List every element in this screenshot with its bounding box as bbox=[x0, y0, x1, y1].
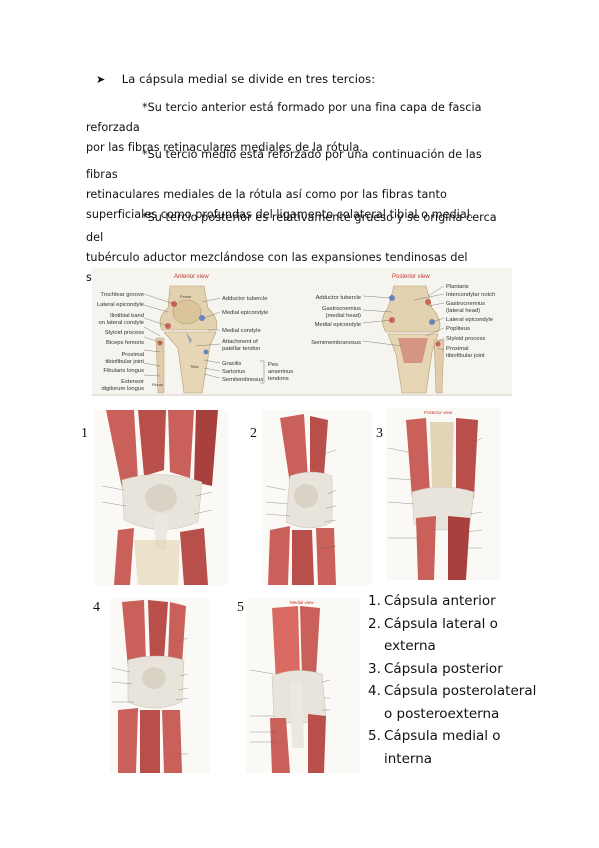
list-item-number: 5. bbox=[368, 728, 381, 744]
label: Iliotibial band bbox=[110, 313, 144, 319]
list-item-number: 2. bbox=[368, 615, 381, 632]
label: (medial head) bbox=[326, 313, 362, 319]
label: Popliteus bbox=[446, 326, 470, 332]
knee-bone-attachments-figure: Anterior view Posterior view Femur Tibia… bbox=[92, 268, 512, 396]
anterior-knee-bones bbox=[155, 285, 218, 394]
label: Lateral epicondyle bbox=[97, 302, 144, 308]
bone-figure-svg: Anterior view Posterior view Femur Tibia… bbox=[92, 268, 512, 396]
label: digitorum longus bbox=[101, 386, 144, 392]
label: (lateral head) bbox=[446, 308, 480, 314]
panel-5-caption: Medial view bbox=[290, 600, 314, 605]
panel-1-anterior-capsule-illustration bbox=[94, 410, 228, 585]
paragraph-middle-third: *Su tercio medio está reforzado por una … bbox=[86, 145, 516, 225]
label: Semimembranosus bbox=[311, 340, 361, 346]
list-item-text: Cápsula anterior bbox=[384, 593, 496, 609]
posterior-view-title: Posterior view bbox=[392, 274, 430, 280]
label: Extensor bbox=[121, 379, 144, 385]
paragraph-rest: retinaculares mediales de la rótula así … bbox=[86, 188, 474, 221]
label: Medial condyle bbox=[222, 328, 261, 334]
list-item-continuation: interna bbox=[384, 750, 433, 767]
list-item-continuation: externa bbox=[384, 638, 436, 654]
label: patellar tendon bbox=[222, 346, 260, 352]
bone-label-fibula: Fibula bbox=[152, 382, 164, 387]
panel-2-lateral-capsule-illustration bbox=[262, 410, 372, 585]
panel-number-2: 2 bbox=[250, 426, 257, 441]
label: Pes bbox=[268, 362, 278, 368]
label: Fibularis longus bbox=[103, 368, 144, 374]
label: Medial epicondyle bbox=[222, 310, 268, 316]
label: tibiofibular joint bbox=[105, 359, 144, 365]
paragraph-first-line: *Su tercio medio está reforzado por una … bbox=[86, 148, 482, 181]
posterior-knee-bones bbox=[382, 285, 445, 394]
list-item-text: Cápsula medial o bbox=[384, 728, 501, 744]
anterior-view-title: Anterior view bbox=[174, 274, 209, 280]
list-item-text: Cápsula posterior bbox=[384, 660, 503, 677]
intro-line: ➤ La cápsula medial se divide en tres te… bbox=[96, 72, 375, 86]
panel-3-caption: Posterior view bbox=[424, 410, 453, 415]
panel-3-posterior-capsule-illustration: Posterior view bbox=[386, 408, 500, 580]
label: Styloid process bbox=[105, 330, 144, 336]
label: Attachment of bbox=[222, 339, 258, 345]
list-item-text: Cápsula lateral o bbox=[384, 615, 498, 632]
list-item-text: Cápsula posterolateral bbox=[384, 683, 537, 699]
list-item-continuation: o posteroexterna bbox=[384, 705, 500, 722]
list-item: 3. Cápsula posterior bbox=[368, 658, 536, 681]
label: Semitendinosus bbox=[222, 377, 263, 383]
label: Proximal bbox=[121, 352, 144, 358]
panel-number-5: 5 bbox=[237, 600, 244, 615]
paragraph-rest: por las fibras retinaculares mediales de… bbox=[86, 141, 363, 154]
label: Sartorius bbox=[222, 369, 245, 375]
label: tibiofibular joint bbox=[446, 353, 485, 359]
panel-number-3: 3 bbox=[376, 426, 383, 441]
label: Intercondylar notch bbox=[446, 292, 495, 298]
bone-label-femur: Femur bbox=[180, 294, 192, 299]
label: Biceps femoris bbox=[106, 340, 144, 346]
label: Lateral epicondyle bbox=[446, 317, 493, 323]
label: Gastrocnemius bbox=[322, 306, 361, 312]
label: Adductor tubercle bbox=[222, 296, 267, 302]
paragraph-anterior-third: *Su tercio anterior está formado por una… bbox=[86, 98, 516, 158]
list-item-number: 1. bbox=[368, 593, 381, 609]
panel-number-4: 4 bbox=[93, 600, 100, 615]
list-item: 5. Cápsula medial o interna bbox=[368, 725, 536, 770]
label: Trochlear groove bbox=[100, 292, 144, 298]
label: Medial epicondyle bbox=[315, 322, 361, 328]
list-item-number: 3. bbox=[368, 660, 381, 677]
panel-5-medial-capsule-illustration: Medial view bbox=[246, 598, 360, 773]
paragraph-first-line: *Su tercio posterior es relativamente gr… bbox=[86, 211, 497, 244]
bone-label-tibia: Tibia bbox=[190, 364, 199, 369]
list-item-number: 4. bbox=[368, 683, 381, 699]
list-item: 2. Cápsula lateral o externa bbox=[368, 613, 536, 658]
label: Gracilis bbox=[222, 361, 241, 367]
panel-4-posterolateral-capsule-illustration bbox=[110, 598, 210, 773]
paragraph-first-line: *Su tercio anterior está formado por una… bbox=[86, 101, 482, 134]
label: Proximal bbox=[446, 346, 469, 352]
list-item: 1. Cápsula anterior bbox=[368, 590, 536, 613]
panel-number-1: 1 bbox=[81, 426, 88, 441]
leader-lines bbox=[143, 285, 445, 379]
label: Plantaris bbox=[446, 284, 469, 290]
label: Gastrocnemius bbox=[446, 301, 485, 307]
arrow-bullet-icon: ➤ bbox=[96, 73, 106, 86]
list-item: 4. Cápsula posterolateral o posteroexter… bbox=[368, 680, 536, 725]
label: Adductor tubercle bbox=[316, 295, 361, 301]
intro-text: La cápsula medial se divide en tres terc… bbox=[121, 72, 376, 86]
capsule-legend-list: 1. Cápsula anterior 2. Cápsula lateral o… bbox=[368, 590, 536, 770]
label: anserinus bbox=[268, 369, 293, 375]
label: on lateral condyle bbox=[99, 320, 144, 326]
label: tendons bbox=[268, 376, 289, 382]
label: Styloid process bbox=[446, 336, 485, 342]
